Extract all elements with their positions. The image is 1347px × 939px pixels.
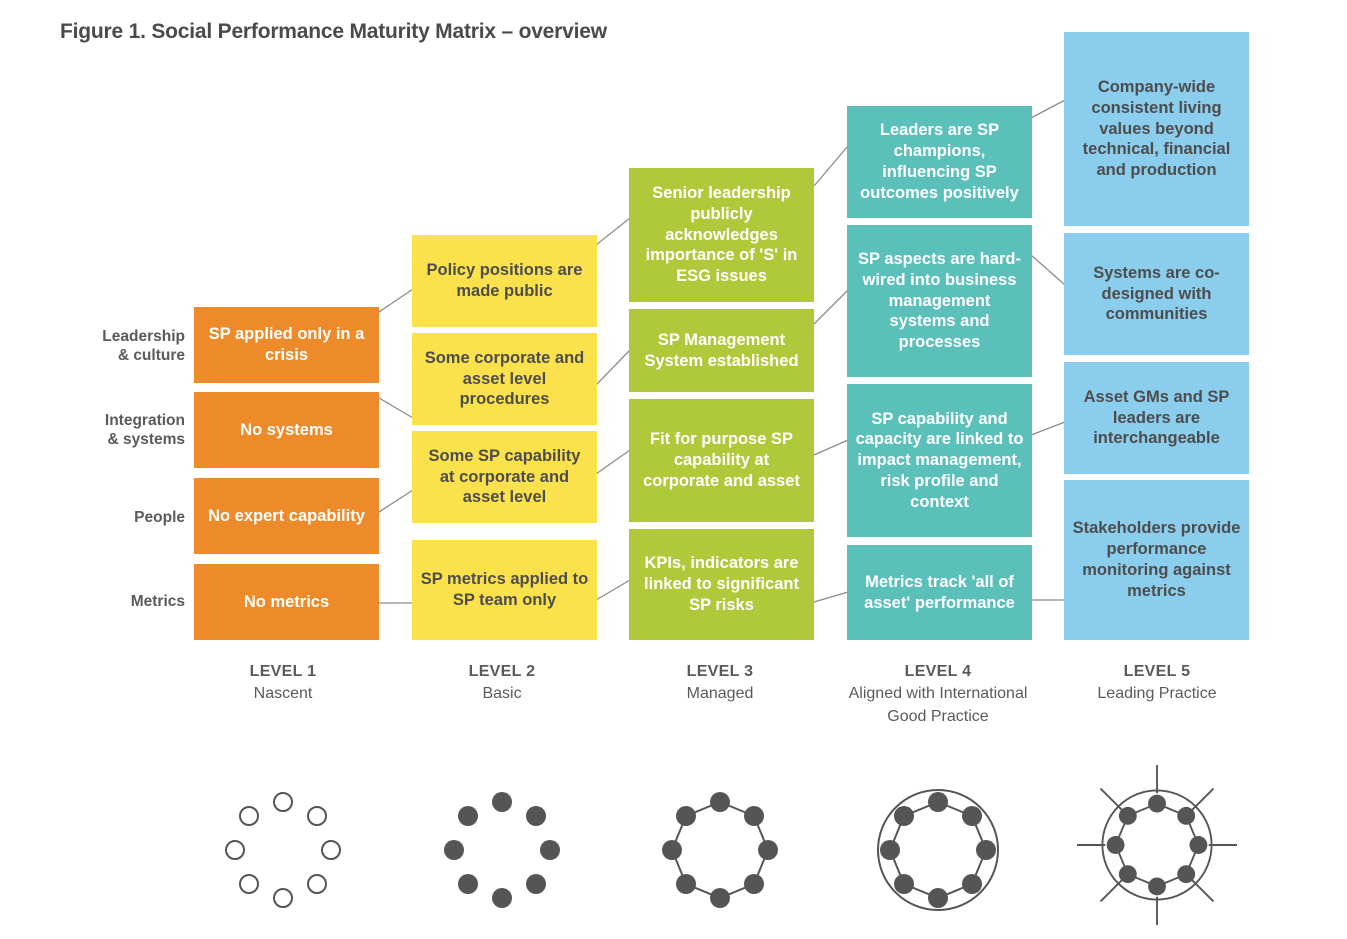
cell-text: No expert capability [208,506,365,525]
cell-text: Some SP capability at corporate and asse… [428,446,581,507]
matrix-cell-l1-leadership[interactable]: SP applied only in a crisis [194,307,379,383]
row-label-line1: Integration [104,412,185,429]
cell-text: SP capability and capacity are linked to… [855,409,1024,511]
level-name: LEVEL 2 [468,663,536,680]
cell-text: Policy positions are made public [426,261,583,300]
matrix-cell-l5-people[interactable]: Asset GMs and SP leaders are interchange… [1064,362,1249,474]
matrix-cell-l5-integration[interactable]: Systems are co-designed with communities [1064,233,1249,355]
level-subtitle: Basic [482,685,522,702]
matrix-cell-l1-people[interactable]: No expert capability [194,478,379,554]
cell-text: Systems are co-designed with communities [1093,263,1220,324]
row-label-line1: People [134,509,185,526]
matrix-cell-l1-integration[interactable]: No systems [194,392,379,468]
cell-text: No systems [240,420,333,439]
level-caption-2: LEVEL 2 Basic [392,663,612,705]
row-label-line1: Metrics [130,593,185,610]
cell-text: SP Management System established [644,330,799,370]
cell-text: Asset GMs and SP leaders are interchange… [1083,387,1230,448]
matrix-cell-l4-people[interactable]: SP capability and capacity are linked to… [847,384,1032,537]
row-label-people: People [35,508,185,527]
level-subtitle: Aligned with International Good Practice [848,685,1028,725]
level-caption-5: LEVEL 5 Leading Practice [1047,663,1267,705]
cell-text: Stakeholders provide performance monitor… [1072,519,1241,600]
row-label-line2: & systems [107,431,185,448]
matrix-cell-l3-people[interactable]: Fit for purpose SP capability at corpora… [629,399,814,522]
level-subtitle: Nascent [253,685,313,702]
matrix-cell-l2-integration[interactable]: Some corporate and asset level procedure… [412,333,597,425]
level-caption-3: LEVEL 3 Managed [610,663,830,705]
matrix-cell-l4-leadership[interactable]: Leaders are SP champions, influencing SP… [847,106,1032,218]
matrix-cell-l2-leadership[interactable]: Policy positions are made public [412,235,597,327]
level-caption-4: LEVEL 4 Aligned with International Good … [828,663,1048,728]
matrix-cell-l5-leadership[interactable]: Company-wide consistent living values be… [1064,32,1249,226]
cell-text: Company-wide consistent living values be… [1082,78,1231,180]
cell-text: No metrics [243,592,330,611]
row-label-integration: Integration & systems [35,411,185,449]
matrix-cell-l3-integration[interactable]: SP Management System established [629,309,814,392]
level-name: LEVEL 4 [904,663,972,680]
cell-text: SP applied only in a crisis [208,325,365,364]
level-name: LEVEL 1 [249,663,317,680]
level-subtitle: Managed [686,685,754,702]
connected-octagon-icon [662,792,778,908]
matrix-cell-l4-integration[interactable]: SP aspects are hard-wired into business … [847,225,1032,377]
cell-text: KPIs, indicators are linked to significa… [644,554,799,614]
matrix-cell-l3-leadership[interactable]: Senior leadership publicly acknowledges … [629,168,814,302]
row-label-metrics: Metrics [35,592,185,611]
ring-of-filled-circles-icon [444,792,560,908]
cell-text: SP metrics applied to SP team only [420,570,589,609]
ring-of-open-circles-icon [225,792,341,908]
row-label-line1: Leadership [102,328,185,345]
row-label-leadership: Leadership & culture [35,327,185,365]
cell-text: Some corporate and asset level procedure… [424,348,585,409]
matrix-cell-l5-metrics[interactable]: Stakeholders provide performance monitor… [1064,480,1249,640]
cell-text: SP aspects are hard-wired into business … [858,250,1021,352]
level-caption-1: LEVEL 1 Nascent [173,663,393,705]
connected-octagon-in-circle-icon [877,789,999,911]
matrix-cell-l2-metrics[interactable]: SP metrics applied to SP team only [412,540,597,640]
radiating-octagon-in-circle-icon [1077,765,1237,925]
cell-text: Senior leadership publicly acknowledges … [645,184,798,286]
matrix-cell-l4-metrics[interactable]: Metrics track 'all of asset' performance [847,545,1032,640]
cell-text: Leaders are SP champions, influencing SP… [860,121,1019,202]
level-subtitle: Leading Practice [1097,685,1217,702]
matrix-cell-l2-people[interactable]: Some SP capability at corporate and asse… [412,431,597,523]
cell-text: Metrics track 'all of asset' performance [864,572,1015,612]
matrix-cell-l1-metrics[interactable]: No metrics [194,564,379,640]
row-label-line2: & culture [117,347,185,364]
level-name: LEVEL 3 [686,663,754,680]
matrix-cell-l3-metrics[interactable]: KPIs, indicators are linked to significa… [629,529,814,640]
level-name: LEVEL 5 [1123,663,1191,680]
cell-text: Fit for purpose SP capability at corpora… [643,430,800,490]
page-title: Figure 1. Social Performance Maturity Ma… [60,20,607,43]
